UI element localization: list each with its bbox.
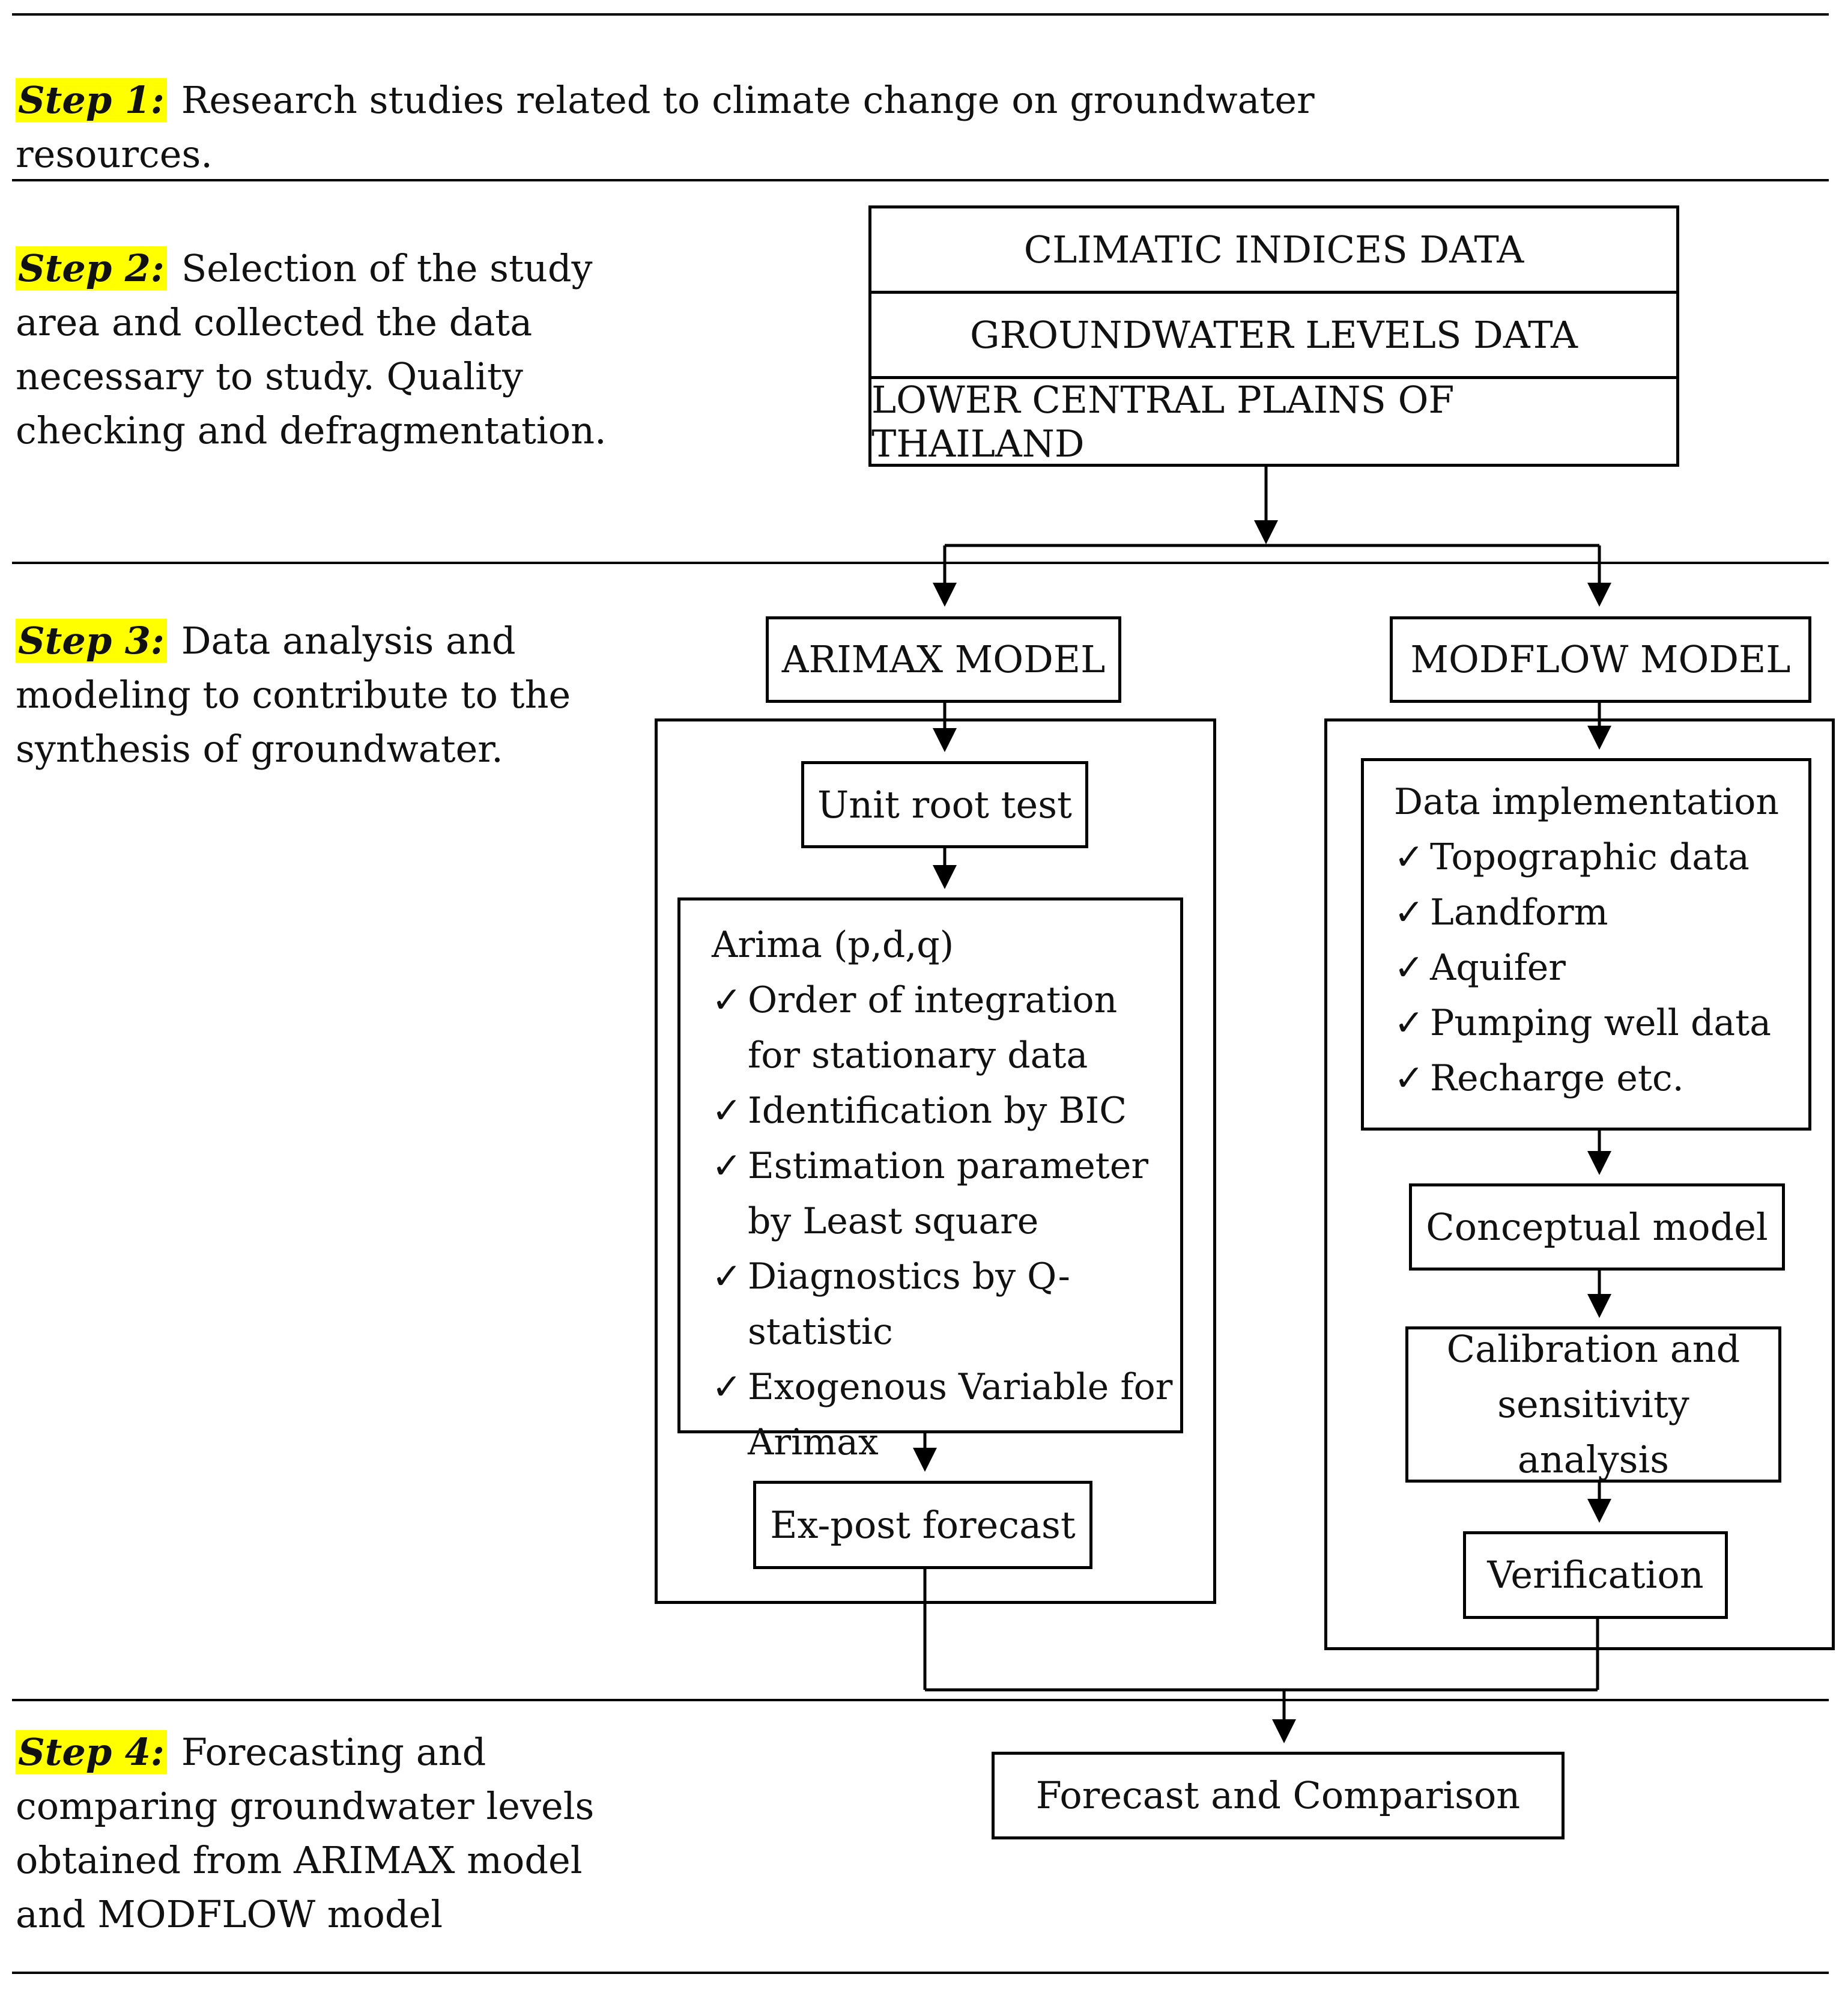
list-item: ✓Exogenous Variable for Arimax [712, 1359, 1180, 1470]
check-icon: ✓ [1394, 1002, 1425, 1044]
check-icon: ✓ [1394, 1057, 1425, 1099]
step-4-text: Forecasting and comparing groundwater le… [16, 1730, 595, 1936]
arimax-model-box: ARIMAX MODEL [766, 616, 1121, 703]
step-2-text: Selection of the study area and collecte… [16, 246, 607, 452]
list-item: ✓Identification by BIC [712, 1083, 1180, 1138]
forecast-comparison-box: Forecast and Comparison [992, 1752, 1565, 1839]
check-icon: ✓ [1394, 891, 1425, 934]
separator-line [12, 1699, 1829, 1701]
step-1-text: Research studies related to climate chan… [16, 78, 1315, 176]
groundwater-levels-label: GROUNDWATER LEVELS DATA [970, 313, 1578, 357]
list-item: ✓Recharge etc. [1394, 1051, 1808, 1106]
step-3-text: Data analysis and modeling to contribute… [16, 619, 571, 771]
list-item: ✓Aquifer [1394, 940, 1808, 995]
step-2-label: Step 2: [16, 246, 167, 290]
check-icon: ✓ [712, 1090, 742, 1132]
step-3-label: Step 3: [16, 619, 167, 663]
expost-forecast-box: Ex-post forecast [753, 1481, 1092, 1569]
arima-heading: Arima (p,d,q) [712, 924, 954, 966]
data-implementation-heading: Data implementation [1394, 781, 1780, 823]
arimax-container [655, 718, 1216, 1604]
data-implementation-list: ✓Topographic data ✓Landform ✓Aquifer ✓Pu… [1394, 830, 1808, 1106]
modflow-container [1324, 718, 1835, 1650]
arima-box: Arima (p,d,q) ✓Order of integration for … [677, 897, 1183, 1463]
arima-list: ✓Order of integration for stationary dat… [712, 973, 1180, 1470]
list-item: ✓Pumping well data [1394, 995, 1808, 1051]
list-item: ✓Diagnostics by Q-statistic [712, 1249, 1180, 1359]
step-4-label: Step 4: [16, 1730, 167, 1774]
calibration-box: Calibration and sensitivity analysis [1405, 1326, 1781, 1483]
data-stack: CLIMATIC INDICES DATA GROUNDWATER LEVELS… [868, 205, 1679, 467]
data-stack-row: GROUNDWATER LEVELS DATA [871, 294, 1676, 379]
modflow-model-label: MODFLOW MODEL [1410, 637, 1791, 681]
climatic-indices-label: CLIMATIC INDICES DATA [1023, 228, 1524, 272]
verification-box: Verification [1463, 1531, 1728, 1619]
list-item: ✓Order of integration for stationary dat… [712, 973, 1180, 1083]
step-1: Step 1:Research studies related to clima… [16, 73, 1457, 181]
unit-root-label: Unit root test [817, 782, 1072, 827]
expost-forecast-label: Ex-post forecast [770, 1502, 1076, 1547]
check-icon: ✓ [712, 1145, 742, 1187]
data-implementation-box: Data implementation ✓Topographic data ✓L… [1361, 758, 1811, 1131]
unit-root-box: Unit root test [801, 761, 1088, 848]
list-item: ✓Topographic data [1394, 830, 1808, 885]
check-icon: ✓ [712, 1366, 742, 1408]
calibration-label: Calibration and sensitivity analysis [1446, 1327, 1740, 1481]
step-1-label: Step 1: [16, 78, 167, 122]
data-stack-row: LOWER CENTRAL PLAINS OF THAILAND [871, 378, 1676, 466]
step-2: Step 2:Selection of the study area and c… [16, 241, 652, 458]
data-stack-row: CLIMATIC INDICES DATA [871, 208, 1676, 294]
conceptual-model-box: Conceptual model [1409, 1183, 1785, 1271]
separator-line [12, 562, 1829, 564]
check-icon: ✓ [1394, 836, 1425, 878]
check-icon: ✓ [1394, 947, 1425, 989]
step-3: Step 3:Data analysis and modeling to con… [16, 614, 652, 776]
separator-line [12, 179, 1829, 181]
conceptual-model-label: Conceptual model [1426, 1204, 1768, 1249]
list-item: ✓Landform [1394, 885, 1808, 940]
check-icon: ✓ [712, 979, 742, 1021]
study-area-label: LOWER CENTRAL PLAINS OF THAILAND [871, 378, 1455, 466]
separator-line [12, 1972, 1829, 1974]
arimax-model-label: ARIMAX MODEL [781, 637, 1106, 681]
check-icon: ✓ [712, 1256, 742, 1298]
verification-label: Verification [1487, 1553, 1704, 1597]
forecast-comparison-label: Forecast and Comparison [1035, 1773, 1521, 1817]
modflow-model-box: MODFLOW MODEL [1390, 616, 1811, 703]
separator-line [12, 13, 1829, 16]
list-item: ✓Estimation parameter by Least square [712, 1138, 1180, 1249]
step-4: Step 4:Forecasting and comparing groundw… [16, 1725, 652, 1942]
